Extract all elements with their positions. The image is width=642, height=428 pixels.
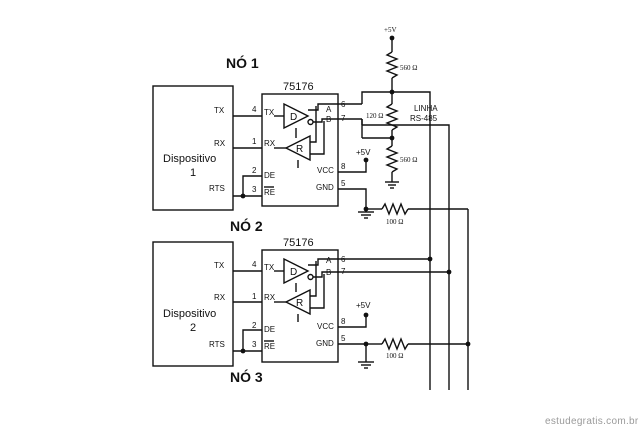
node2-dev-rts: RTS bbox=[209, 340, 225, 349]
node1-vcc-label: +5V bbox=[356, 148, 371, 157]
node1-pin-vcc: VCC bbox=[317, 166, 334, 175]
node2-num-gnd: 5 bbox=[341, 334, 346, 343]
node1-device-box bbox=[152, 85, 234, 211]
node1-driver-out-b bbox=[313, 118, 338, 123]
node2-junction-rts bbox=[240, 348, 246, 354]
bias-resistor-top bbox=[385, 51, 399, 79]
bias-supply-label: +5V bbox=[384, 26, 397, 34]
node1-dev-rts: RTS bbox=[209, 184, 225, 193]
node1-resistor-100 bbox=[381, 202, 409, 216]
node1-dev-tx: TX bbox=[214, 106, 225, 115]
node2-pin-a: A bbox=[326, 256, 332, 265]
node1-pin-a: A bbox=[326, 105, 332, 114]
bias-resistor-bottom bbox=[385, 145, 399, 173]
node1-pin-gnd: GND bbox=[316, 183, 334, 192]
node1-receiver-in-a bbox=[310, 106, 317, 143]
node2-pin-tx: TX bbox=[264, 263, 275, 272]
node2-title: NÓ 2 bbox=[230, 217, 263, 234]
node1-device-number: 1 bbox=[190, 167, 196, 179]
node2-receiver-in-b bbox=[310, 274, 325, 309]
node1-title: NÓ 1 bbox=[226, 54, 259, 71]
node2-pin-vcc: VCC bbox=[317, 322, 334, 331]
node1-pin-tx: TX bbox=[264, 108, 275, 117]
bias-rtop-label: 560 Ω bbox=[400, 64, 417, 72]
node2-bus-junction-gnd bbox=[465, 341, 471, 347]
node2-vcc-label: +5V bbox=[356, 301, 371, 310]
node1-res-junction bbox=[363, 206, 369, 212]
bus-a-to-bias bbox=[361, 91, 392, 104]
node1-junction-rts bbox=[240, 193, 246, 199]
node1-wire-vcc bbox=[338, 160, 367, 173]
node1-res-label: 100 Ω bbox=[386, 218, 403, 226]
node2-num-re: 3 bbox=[252, 340, 257, 349]
node1-num-gnd: 5 bbox=[341, 179, 346, 188]
node1-receiver-in-b bbox=[310, 121, 325, 155]
node2-bus-junction-a bbox=[427, 256, 433, 262]
node2-vcc-terminal bbox=[363, 312, 369, 318]
bus-label-line2: RS-485 bbox=[410, 114, 438, 123]
node1-receiver-label: R bbox=[296, 144, 303, 155]
node1-num-re: 3 bbox=[252, 185, 257, 194]
node1-num-de: 2 bbox=[252, 166, 257, 175]
node2-driver-out-a bbox=[308, 258, 338, 266]
node2-res-junction bbox=[363, 341, 369, 347]
bias-resistor-term bbox=[385, 103, 399, 131]
node2-driver-out-b bbox=[313, 271, 338, 278]
bus-label-line1: LINHA bbox=[414, 104, 438, 113]
node2-receiver-triangle bbox=[284, 288, 311, 316]
bias-rterm-label: 120 Ω bbox=[366, 112, 383, 120]
node2-dev-rx: RX bbox=[214, 293, 226, 302]
node1-num-vcc: 8 bbox=[341, 162, 346, 171]
node2-receiver-label: R bbox=[296, 298, 303, 309]
node2-pin-gnd: GND bbox=[316, 339, 334, 348]
node1-pin-rx: RX bbox=[264, 139, 276, 148]
bias-junction-b bbox=[389, 135, 395, 141]
node2-res-label: 100 Ω bbox=[386, 352, 403, 360]
node1-driver-label: D bbox=[290, 112, 297, 123]
node1-num-tx: 4 bbox=[252, 105, 257, 114]
watermark: estudegratis.com.br bbox=[545, 416, 639, 427]
node1-vcc-terminal bbox=[363, 157, 369, 163]
node2-resistor-100 bbox=[381, 337, 409, 351]
node2-num-rx: 1 bbox=[252, 292, 257, 301]
node2-pin-rx: RX bbox=[264, 293, 276, 302]
node1-chip-label: 75176 bbox=[283, 81, 314, 93]
node2-num-de: 2 bbox=[252, 321, 257, 330]
node2-num-tx: 4 bbox=[252, 260, 257, 269]
node1-pin-de: DE bbox=[264, 171, 275, 180]
bus-line-a bbox=[392, 91, 431, 390]
node1-driver-out-a bbox=[308, 103, 338, 111]
node2-pin-re: RE bbox=[264, 342, 275, 351]
node2-driver-label: D bbox=[290, 267, 297, 278]
node1-device-name: Dispositivo bbox=[163, 153, 216, 165]
node2-wire-gnd bbox=[338, 343, 367, 362]
node2-pin-de: DE bbox=[264, 325, 275, 334]
node1-pin-re: RE bbox=[264, 188, 275, 197]
node1-receiver-triangle bbox=[284, 134, 311, 162]
node2-bus-junction-b bbox=[446, 269, 452, 275]
bus-line-b bbox=[362, 124, 450, 390]
node2-num-vcc: 8 bbox=[341, 317, 346, 326]
node2-chip-label: 75176 bbox=[283, 237, 314, 249]
node1-wire-gnd bbox=[338, 188, 367, 212]
bias-rbottom-label: 560 Ω bbox=[400, 156, 417, 164]
node2-dev-tx: TX bbox=[214, 261, 225, 270]
node2-device-box bbox=[152, 241, 234, 367]
node3-title: NÓ 3 bbox=[230, 368, 263, 385]
node1-wire-de bbox=[233, 175, 262, 197]
node2-wire-vcc bbox=[338, 315, 367, 328]
node2-device-number: 2 bbox=[190, 322, 196, 334]
node1-dev-rx: RX bbox=[214, 139, 226, 148]
node2-wire-de bbox=[233, 329, 262, 352]
node2-device-name: Dispositivo bbox=[163, 308, 216, 320]
node1-num-rx: 1 bbox=[252, 137, 257, 146]
node2-receiver-in-a bbox=[310, 261, 317, 297]
